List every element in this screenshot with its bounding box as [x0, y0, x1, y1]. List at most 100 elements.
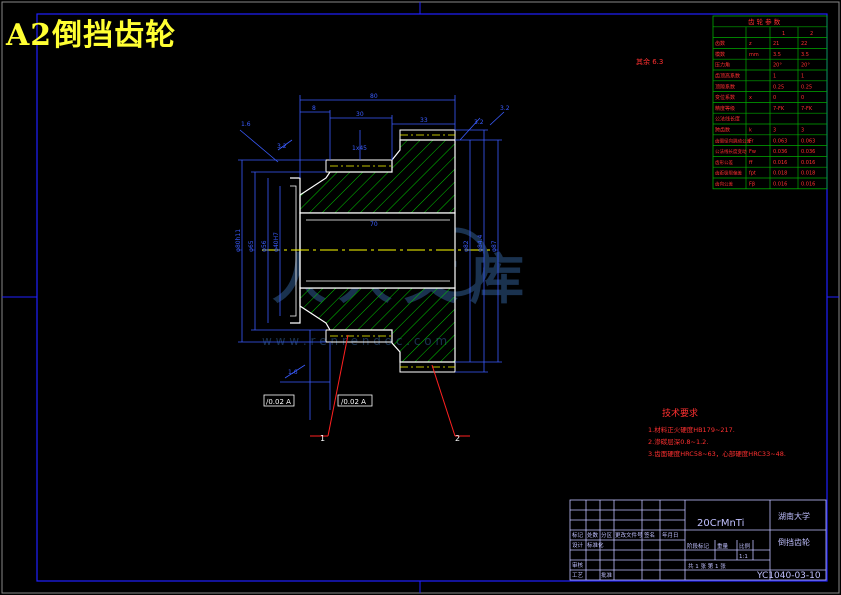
table-row-v2: 0	[801, 95, 804, 101]
dimensions	[238, 95, 505, 420]
tech-req-item-2: 2.渗碳层深0.8~1.2.	[648, 437, 708, 446]
tb-r4-2: 批准	[601, 571, 613, 579]
table-row-v2: 22	[801, 41, 807, 47]
page-title: A2倒挡齿轮	[6, 18, 177, 53]
tb-drawing-no: YC1040-03-10	[756, 571, 821, 581]
svg-text:φ56: φ56	[261, 240, 268, 252]
section-lower	[299, 287, 456, 363]
tol-row-v2: 0.036	[801, 149, 815, 155]
table-row-label: 公法线长度	[715, 116, 740, 123]
tol-row-sym: Fβ	[749, 182, 755, 188]
svg-text:φ87: φ87	[491, 240, 498, 252]
tb-part-name: 倒挡齿轮	[778, 537, 810, 547]
svg-text:φ65: φ65	[248, 240, 255, 252]
tb-r1-1: 处数	[587, 531, 599, 539]
tb-material: 20CrMnTi	[697, 518, 744, 529]
leader-label-1: 1	[320, 434, 325, 443]
table-row-unit: z	[749, 41, 752, 47]
table-row-v2: 1	[801, 74, 804, 80]
tol-row-sym: fpt	[749, 171, 756, 177]
table-row-v2: 3	[801, 128, 804, 134]
table-row-label: 齿数	[715, 40, 725, 47]
table-row-v1: 0	[773, 95, 776, 101]
tb-r4-0: 工艺	[572, 572, 584, 579]
tb-r1-4: 签名	[644, 531, 655, 539]
svg-text:φ84.4: φ84.4	[477, 235, 484, 253]
roughness-note: 其余 6.3	[636, 57, 663, 66]
table-row-unit: k	[749, 128, 752, 134]
svg-text:3.2: 3.2	[474, 119, 484, 126]
tol-row-v2: 0.016	[801, 182, 815, 188]
table-row-v1: 0.25	[773, 84, 784, 90]
svg-text:1.6: 1.6	[288, 369, 298, 376]
tol-row-label: 齿距极限偏差	[715, 170, 742, 177]
tb-sheets: 共 1 张 第 1 张	[688, 562, 726, 570]
table-row-v1: 21	[773, 41, 779, 47]
tb-r2-3: 阶段标记	[687, 542, 710, 550]
tol-row-v1: 0.018	[773, 171, 787, 177]
table-row-unit: x	[749, 95, 752, 101]
table-header: 齿 轮 参 数	[748, 17, 781, 26]
table-row-label: 顶隙系数	[715, 83, 735, 90]
tol-row-v1: 0.016	[773, 160, 787, 166]
tol-row-v1: 0.016	[773, 182, 787, 188]
tolerance-frame-1: ∕0.02 A	[263, 394, 295, 407]
tb-r1-0: 标记	[572, 531, 584, 539]
gear-section-view	[262, 129, 490, 373]
col-2-head: 2	[810, 31, 813, 37]
section-upper	[299, 139, 456, 214]
table-row-unit: mm	[749, 52, 759, 58]
tb-r2-4: 重量	[717, 542, 729, 550]
tol-row-v2: 0.063	[801, 138, 815, 144]
part-leaders	[310, 334, 470, 437]
svg-text:∕0.02 A: ∕0.02 A	[266, 398, 291, 406]
table-row-v2: 20°	[801, 63, 810, 69]
tb-r2-5: 比例	[739, 542, 751, 550]
svg-text:33: 33	[420, 117, 428, 124]
svg-text:1x45: 1x45	[352, 145, 367, 152]
leader-label-2: 2	[455, 434, 460, 443]
table-row-v1: 3	[773, 128, 776, 134]
tb-r2-1: 标准化	[587, 541, 604, 549]
tb-r1-3: 更改文件号	[615, 531, 643, 539]
table-row-label: 精度等级	[715, 105, 735, 112]
tol-row-v2: 0.016	[801, 160, 815, 166]
table-row-v1: 3.5	[773, 52, 781, 58]
table-row-label: 齿顶高系数	[715, 73, 740, 80]
svg-text:∕0.02 A: ∕0.02 A	[341, 398, 366, 406]
svg-text:80: 80	[370, 93, 378, 100]
tb-scale: 1:1	[739, 554, 748, 560]
svg-text:30: 30	[356, 111, 364, 118]
col-1-head: 1	[782, 31, 785, 37]
tol-row-v1: 0.063	[773, 138, 787, 144]
tol-row-sym: Fw	[749, 149, 756, 155]
table-row-v1: 1	[773, 74, 776, 80]
tb-school: 湖南大学	[778, 511, 810, 521]
tech-req-item-3: 3.齿面硬度HRC58~63，心部硬度HRC33~48.	[648, 449, 786, 458]
tolerance-frame-2: ∕0.02 A	[337, 394, 373, 407]
svg-text:70: 70	[370, 221, 378, 228]
table-row-v2: 3.5	[801, 52, 809, 58]
roughness-2: 3.2	[500, 105, 510, 112]
table-row-v1: 20°	[773, 63, 782, 69]
tech-req-title: 技术要求	[662, 407, 698, 419]
svg-text:φ40H7: φ40H7	[273, 232, 280, 252]
svg-text:8: 8	[312, 105, 316, 112]
tol-row-label: 齿圈径向跳动公差	[715, 137, 751, 144]
tb-r3-0: 审核	[572, 561, 584, 569]
table-row-label: 变位系数	[715, 94, 735, 101]
title-block	[569, 499, 827, 581]
table-row-label: 压力角	[715, 62, 730, 69]
tb-r1-5: 年月日	[662, 531, 679, 539]
roughness-1: 1.6	[241, 121, 251, 128]
svg-text:φ82: φ82	[463, 240, 470, 252]
table-row-label: 跨齿数	[715, 127, 730, 134]
tol-row-sym: Fr	[749, 138, 755, 144]
tol-row-label: 公法线长度变动	[715, 148, 747, 155]
tb-r2-0: 设计	[572, 541, 584, 549]
svg-text:3.2: 3.2	[277, 143, 287, 150]
table-row-v2: 0.25	[801, 84, 812, 90]
tol-row-label: 齿形公差	[715, 159, 733, 166]
